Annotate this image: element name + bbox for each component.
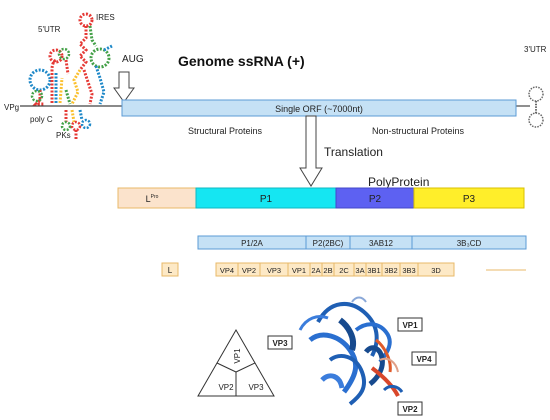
polyprotein-bar: LPro P1 P2 P3 <box>117 187 525 209</box>
intermediates-bar: P1/2A P2(2BC) 3AB12 3B₃CD <box>197 235 527 250</box>
b3cd-segment <box>411 235 527 250</box>
capsid-structure-ribbon <box>298 296 404 406</box>
mature-2a-label: 2A <box>311 266 320 275</box>
aug-label: AUG <box>122 54 144 65</box>
aug-arrow-icon <box>113 71 135 103</box>
mature-vp4-label: VP4 <box>220 266 234 275</box>
ab12-label: 3AB12 <box>369 239 394 248</box>
translation-arrow-icon <box>299 115 323 187</box>
pks-structure <box>60 109 92 140</box>
lpro-label: LPro <box>146 194 159 204</box>
structure-vp2-box <box>397 401 423 416</box>
structure-vp2-label: VP2 <box>402 405 418 414</box>
mature-2c-label: 2C <box>339 266 349 275</box>
structural-label: Structural Proteins <box>188 126 263 136</box>
triangle-vp1-label: VP1 <box>233 348 242 364</box>
mature-vp2-label: VP2 <box>242 266 256 275</box>
orf-bar <box>121 99 517 117</box>
translation-label: Translation <box>324 145 383 159</box>
utr3-stem-loop <box>528 86 544 128</box>
p3-label: P3 <box>463 194 476 205</box>
structure-vp3-box <box>267 335 293 350</box>
structure-vp4-box <box>411 351 437 366</box>
mature-vp1-label: VP1 <box>292 266 306 275</box>
mature-l-box <box>161 262 179 277</box>
p1-label: P1 <box>260 194 273 205</box>
capsid-triangle-diagram: VP1 VP2 VP3 <box>197 328 275 397</box>
p2-label: P2 <box>369 194 382 205</box>
mature-2b-label: 2B <box>323 266 332 275</box>
vpg-label: VPg <box>4 103 19 112</box>
b3cd-label: 3B₃CD <box>457 239 482 248</box>
p12a-label: P1/2A <box>241 239 263 248</box>
mature-3d-label: 3D <box>431 266 441 275</box>
orf-label: Single ORF (~7000nt) <box>275 104 363 114</box>
mature-3a-label: 3A <box>355 266 364 275</box>
utr5-label: 5'UTR <box>38 25 61 34</box>
p3-segment <box>413 187 525 209</box>
triangle-vp2-label: VP2 <box>218 383 234 392</box>
structure-labels: VP3 VP1 VP4 VP2 <box>267 317 437 416</box>
mature-3b2-label: 3B2 <box>384 266 397 275</box>
mature-3b3-label: 3B3 <box>402 266 415 275</box>
structure-vp3-label: VP3 <box>272 339 288 348</box>
structure-vp1-box <box>397 317 423 332</box>
structure-vp1-label: VP1 <box>402 321 418 330</box>
nonstructural-label: Non-structural Proteins <box>372 126 465 136</box>
pks-label: PKs <box>56 131 71 140</box>
mature-3d-box <box>417 262 455 277</box>
p2bc-label: P2(2BC) <box>313 239 344 248</box>
utr5-stem-loop <box>28 48 64 106</box>
triangle-divider-left <box>216 362 237 373</box>
ires-structure <box>57 12 113 105</box>
polyc-label: poly C <box>30 115 53 124</box>
polyprotein-label: PolyProtein <box>368 175 429 189</box>
triangle-divider-right <box>235 362 256 373</box>
structure-vp4-label: VP4 <box>416 355 432 364</box>
genome-title: Genome ssRNA (+) <box>178 53 305 69</box>
triangle-vp3-label: VP3 <box>248 383 264 392</box>
mature-3b1-label: 3B1 <box>367 266 380 275</box>
mature-vp3-label: VP3 <box>267 266 281 275</box>
ires-label: IRES <box>96 13 115 22</box>
mature-l-label: L <box>168 266 173 275</box>
utr3-label: 3'UTR <box>524 45 547 54</box>
